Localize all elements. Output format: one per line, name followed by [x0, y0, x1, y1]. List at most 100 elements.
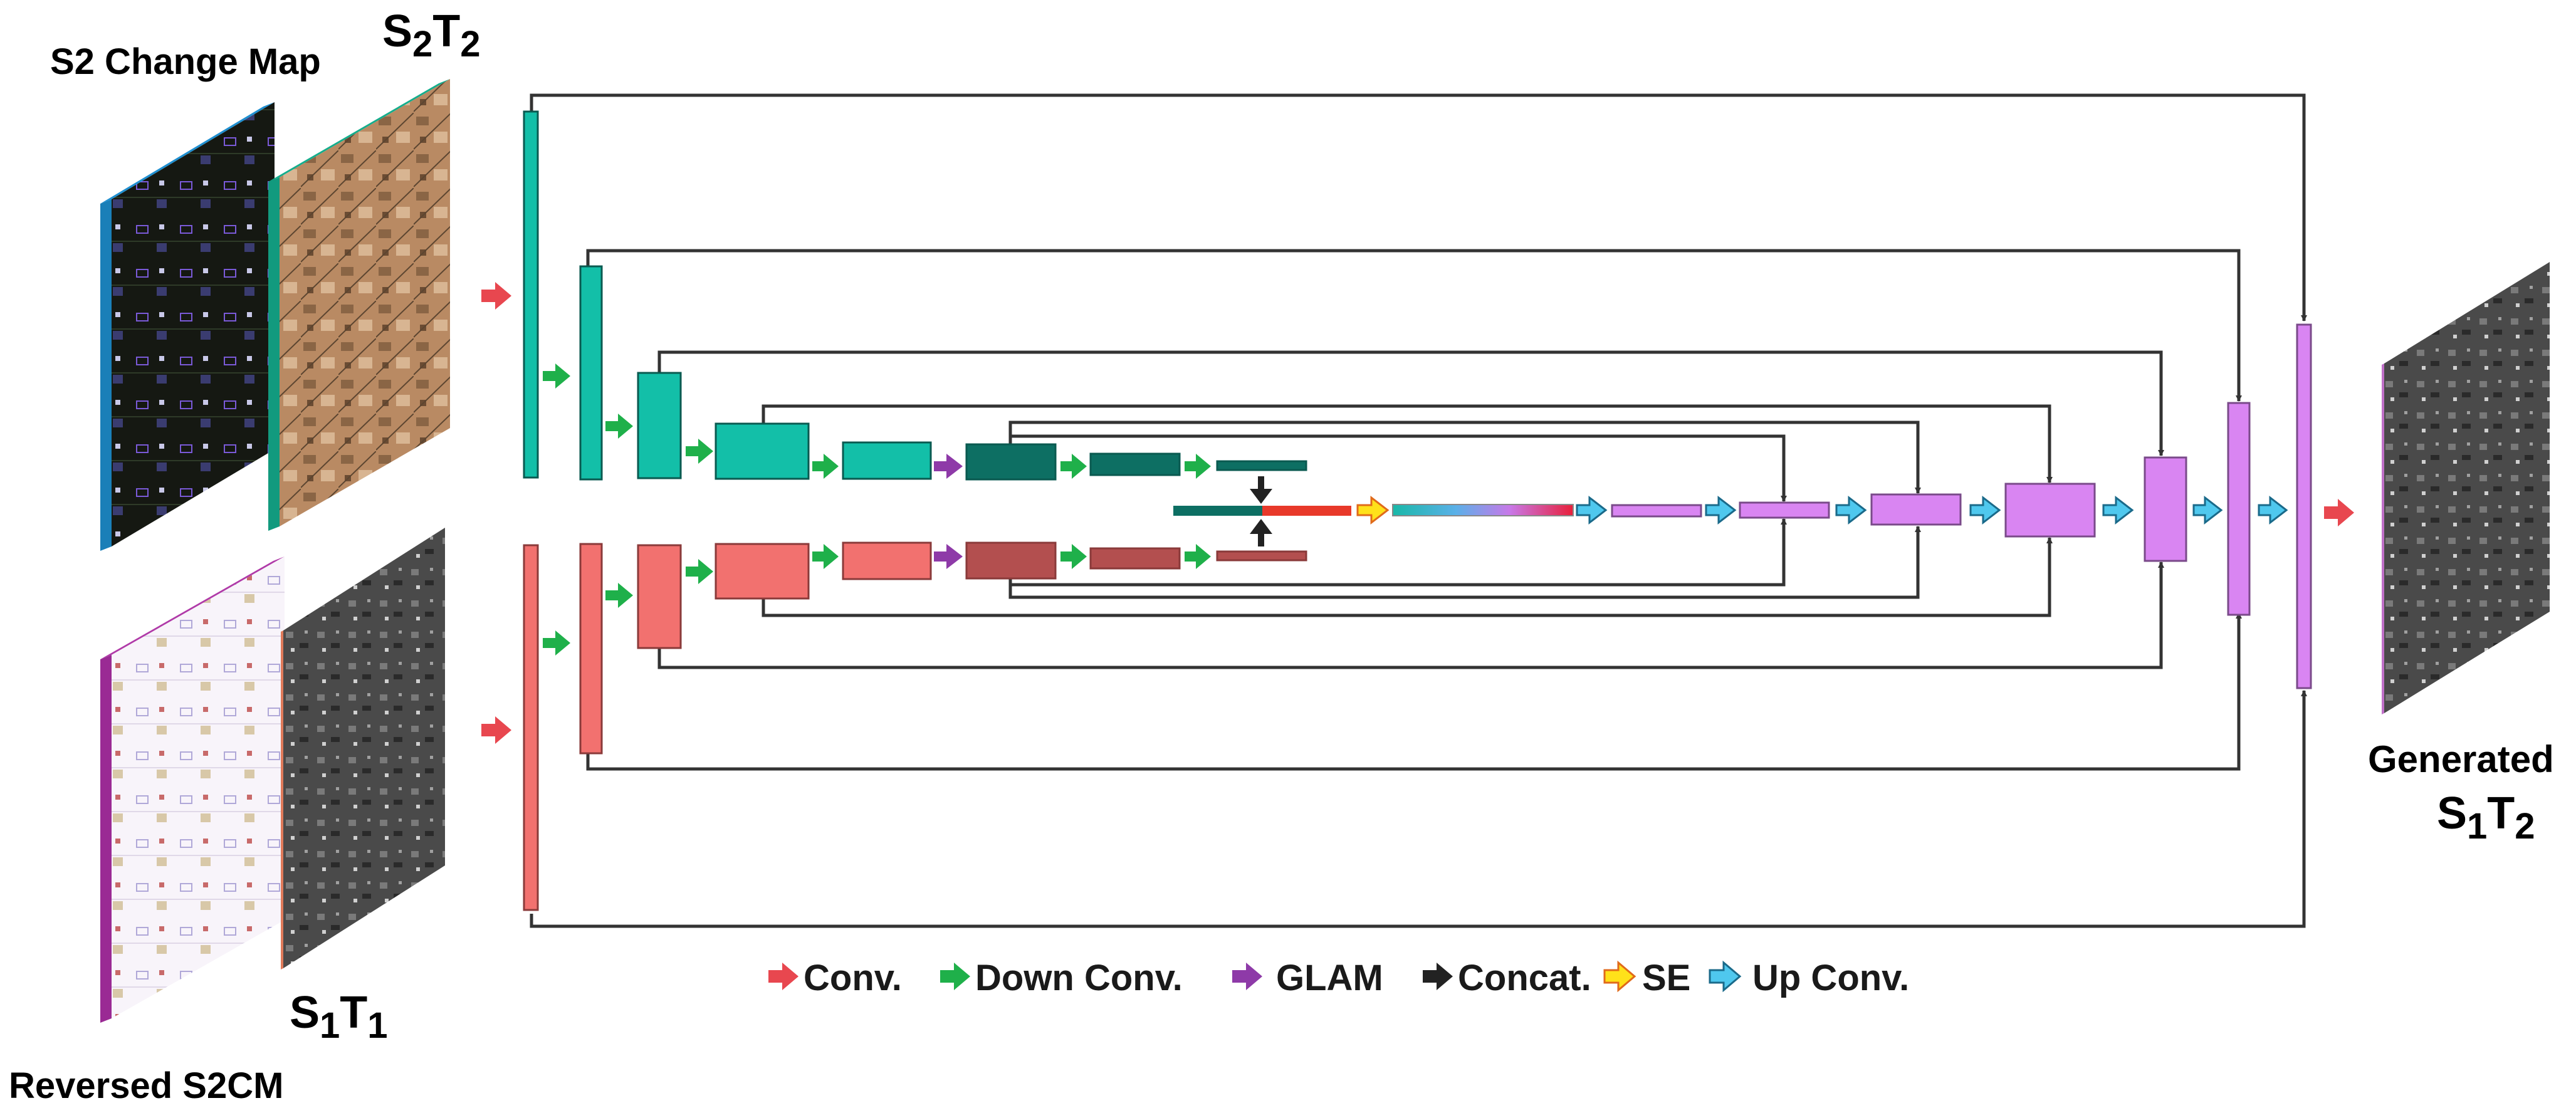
- dec-block-5: [2144, 456, 2187, 562]
- skip-line-top-2: [586, 249, 2242, 402]
- dec-block-7: [2296, 323, 2312, 689]
- glam-arrow-icon: [934, 544, 963, 569]
- bottleneck: [1173, 476, 1574, 546]
- skip-line-top-4: [762, 404, 2053, 483]
- enc-bot-block-6: [965, 541, 1057, 580]
- down-conv-arrow-icon: [543, 630, 570, 656]
- up-conv-arrow-icon: [1835, 495, 1867, 525]
- enc-bot-block-7: [1089, 547, 1181, 570]
- up-conv-arrows: [1576, 495, 2288, 525]
- legend-label: Concat.: [1458, 958, 1591, 998]
- down-conv-arrow-icon: [686, 559, 713, 584]
- down-conv-arrow-icon: [1185, 454, 1211, 479]
- se-arrow-icon: [1603, 960, 1636, 993]
- skip-line-bottom-4: [762, 537, 2053, 617]
- skip-line-bottom-5: [1008, 526, 1921, 599]
- down-conv-arrow-icon: [1060, 544, 1087, 569]
- enc-bot-block-3: [637, 544, 682, 649]
- skip-line-top-1: [530, 93, 2307, 321]
- enc-bot-block-1: [523, 544, 539, 911]
- skip-connections: [530, 93, 2307, 928]
- up-conv-arrow-icon: [1969, 495, 2001, 525]
- enc-top-block-3: [637, 372, 682, 479]
- down-conv-arrow-icon: [605, 583, 633, 608]
- legend-label: Up Conv.: [1752, 958, 1909, 998]
- s2t2-label: S2T2: [382, 6, 481, 65]
- up-conv-arrow-icon: [2258, 495, 2288, 525]
- concat-arrow-icon: [1423, 963, 1453, 990]
- se-arrows: [1356, 495, 1390, 525]
- skip-line-top-5: [1008, 421, 1921, 494]
- decoder: [1611, 323, 2312, 689]
- down-conv-arrow-icon: [605, 414, 633, 439]
- enc-top-block-6: [965, 443, 1057, 481]
- down-conv-arrow-icon: [812, 544, 839, 569]
- s2-change-map-image: [100, 102, 275, 551]
- legend-label: SE: [1642, 958, 1690, 998]
- legend-item-up-conv: Up Conv.: [1709, 958, 1909, 998]
- enc-top-block-1: [523, 110, 539, 479]
- encoder-top: [523, 110, 1307, 481]
- skip-line-bottom-6: [1008, 518, 1787, 587]
- up-conv-arrow-icon: [1705, 495, 1737, 525]
- legend-item-conv: Conv.: [768, 958, 902, 998]
- legend-label: Conv.: [804, 958, 902, 998]
- enc-bot-block-4: [715, 543, 810, 600]
- s1t1-label: S1T1: [290, 988, 388, 1046]
- glam-arrow-icon: [1232, 963, 1262, 990]
- legend-label: GLAM: [1276, 958, 1383, 998]
- enc-bot-block-8: [1216, 550, 1307, 562]
- enc-bot-block-5: [842, 541, 932, 580]
- legend-item-se: SE: [1603, 958, 1690, 998]
- conv-arrow-icon: [481, 282, 511, 310]
- conv-arrow-icon: [2324, 499, 2354, 526]
- up-conv-arrow-icon: [2102, 495, 2134, 525]
- legend-label: Down Conv.: [975, 958, 1183, 998]
- dec-block-1: [1611, 504, 1702, 518]
- generated-label: Generated: [2368, 738, 2554, 780]
- s1t2-label: S1T2: [2437, 788, 2535, 847]
- down-conv-arrows: [543, 363, 1211, 656]
- dec-block-3: [1870, 493, 1962, 526]
- skip-line-top-3: [657, 350, 2164, 456]
- skip-line-bottom-2: [586, 612, 2242, 771]
- reversed-s2cm-label: Reversed S2CM: [9, 1065, 283, 1106]
- enc-top-block-2: [579, 265, 603, 481]
- concat-up-arrow-icon: [1250, 519, 1272, 546]
- legend-item-down-conv: Down Conv.: [940, 958, 1183, 998]
- enc-top-block-4: [715, 422, 810, 480]
- conv-arrows: [481, 282, 2354, 744]
- se-arrow-icon: [1356, 495, 1390, 525]
- encoder-bottom: [523, 541, 1307, 911]
- skip-line-bottom-1: [530, 690, 2307, 928]
- down-conv-arrow-icon: [686, 439, 713, 464]
- skip-line-top-6: [1008, 434, 1787, 502]
- up-conv-arrow-icon: [2192, 495, 2223, 525]
- enc-top-block-7: [1089, 452, 1181, 476]
- enc-top-block-5: [842, 441, 932, 480]
- skip-line-bottom-3: [657, 562, 2164, 669]
- up-conv-arrow-icon: [1709, 960, 1742, 993]
- reversed-s2cm-image: [100, 557, 285, 1023]
- down-conv-arrow-icon: [1185, 544, 1211, 569]
- dec-block-6: [2227, 402, 2251, 616]
- enc-top-block-8: [1216, 460, 1307, 471]
- down-conv-arrow-icon: [940, 963, 970, 990]
- legend-item-glam: GLAM: [1232, 958, 1383, 998]
- enc-bot-block-2: [579, 543, 603, 755]
- dec-block-2: [1739, 501, 1830, 519]
- conv-arrow-icon: [481, 716, 511, 744]
- glam-arrow-icon: [934, 454, 963, 479]
- down-conv-arrow-icon: [812, 454, 839, 479]
- s2-change-map-label: S2 Change Map: [50, 41, 321, 82]
- legend: Conv. Down Conv. GLAM Concat. SE Up Conv…: [768, 958, 1909, 998]
- conv-arrow-icon: [768, 963, 798, 990]
- concat-down-arrow-icon: [1250, 476, 1272, 504]
- generated-s1t2-image: [2382, 262, 2550, 714]
- legend-item-concat: Concat.: [1423, 958, 1591, 998]
- s1t1-image: [281, 528, 445, 970]
- glam-arrows: [934, 454, 963, 569]
- se-gradient-block: [1392, 504, 1574, 516]
- down-conv-arrow-icon: [543, 363, 570, 389]
- bottleneck-red-half: [1262, 506, 1351, 516]
